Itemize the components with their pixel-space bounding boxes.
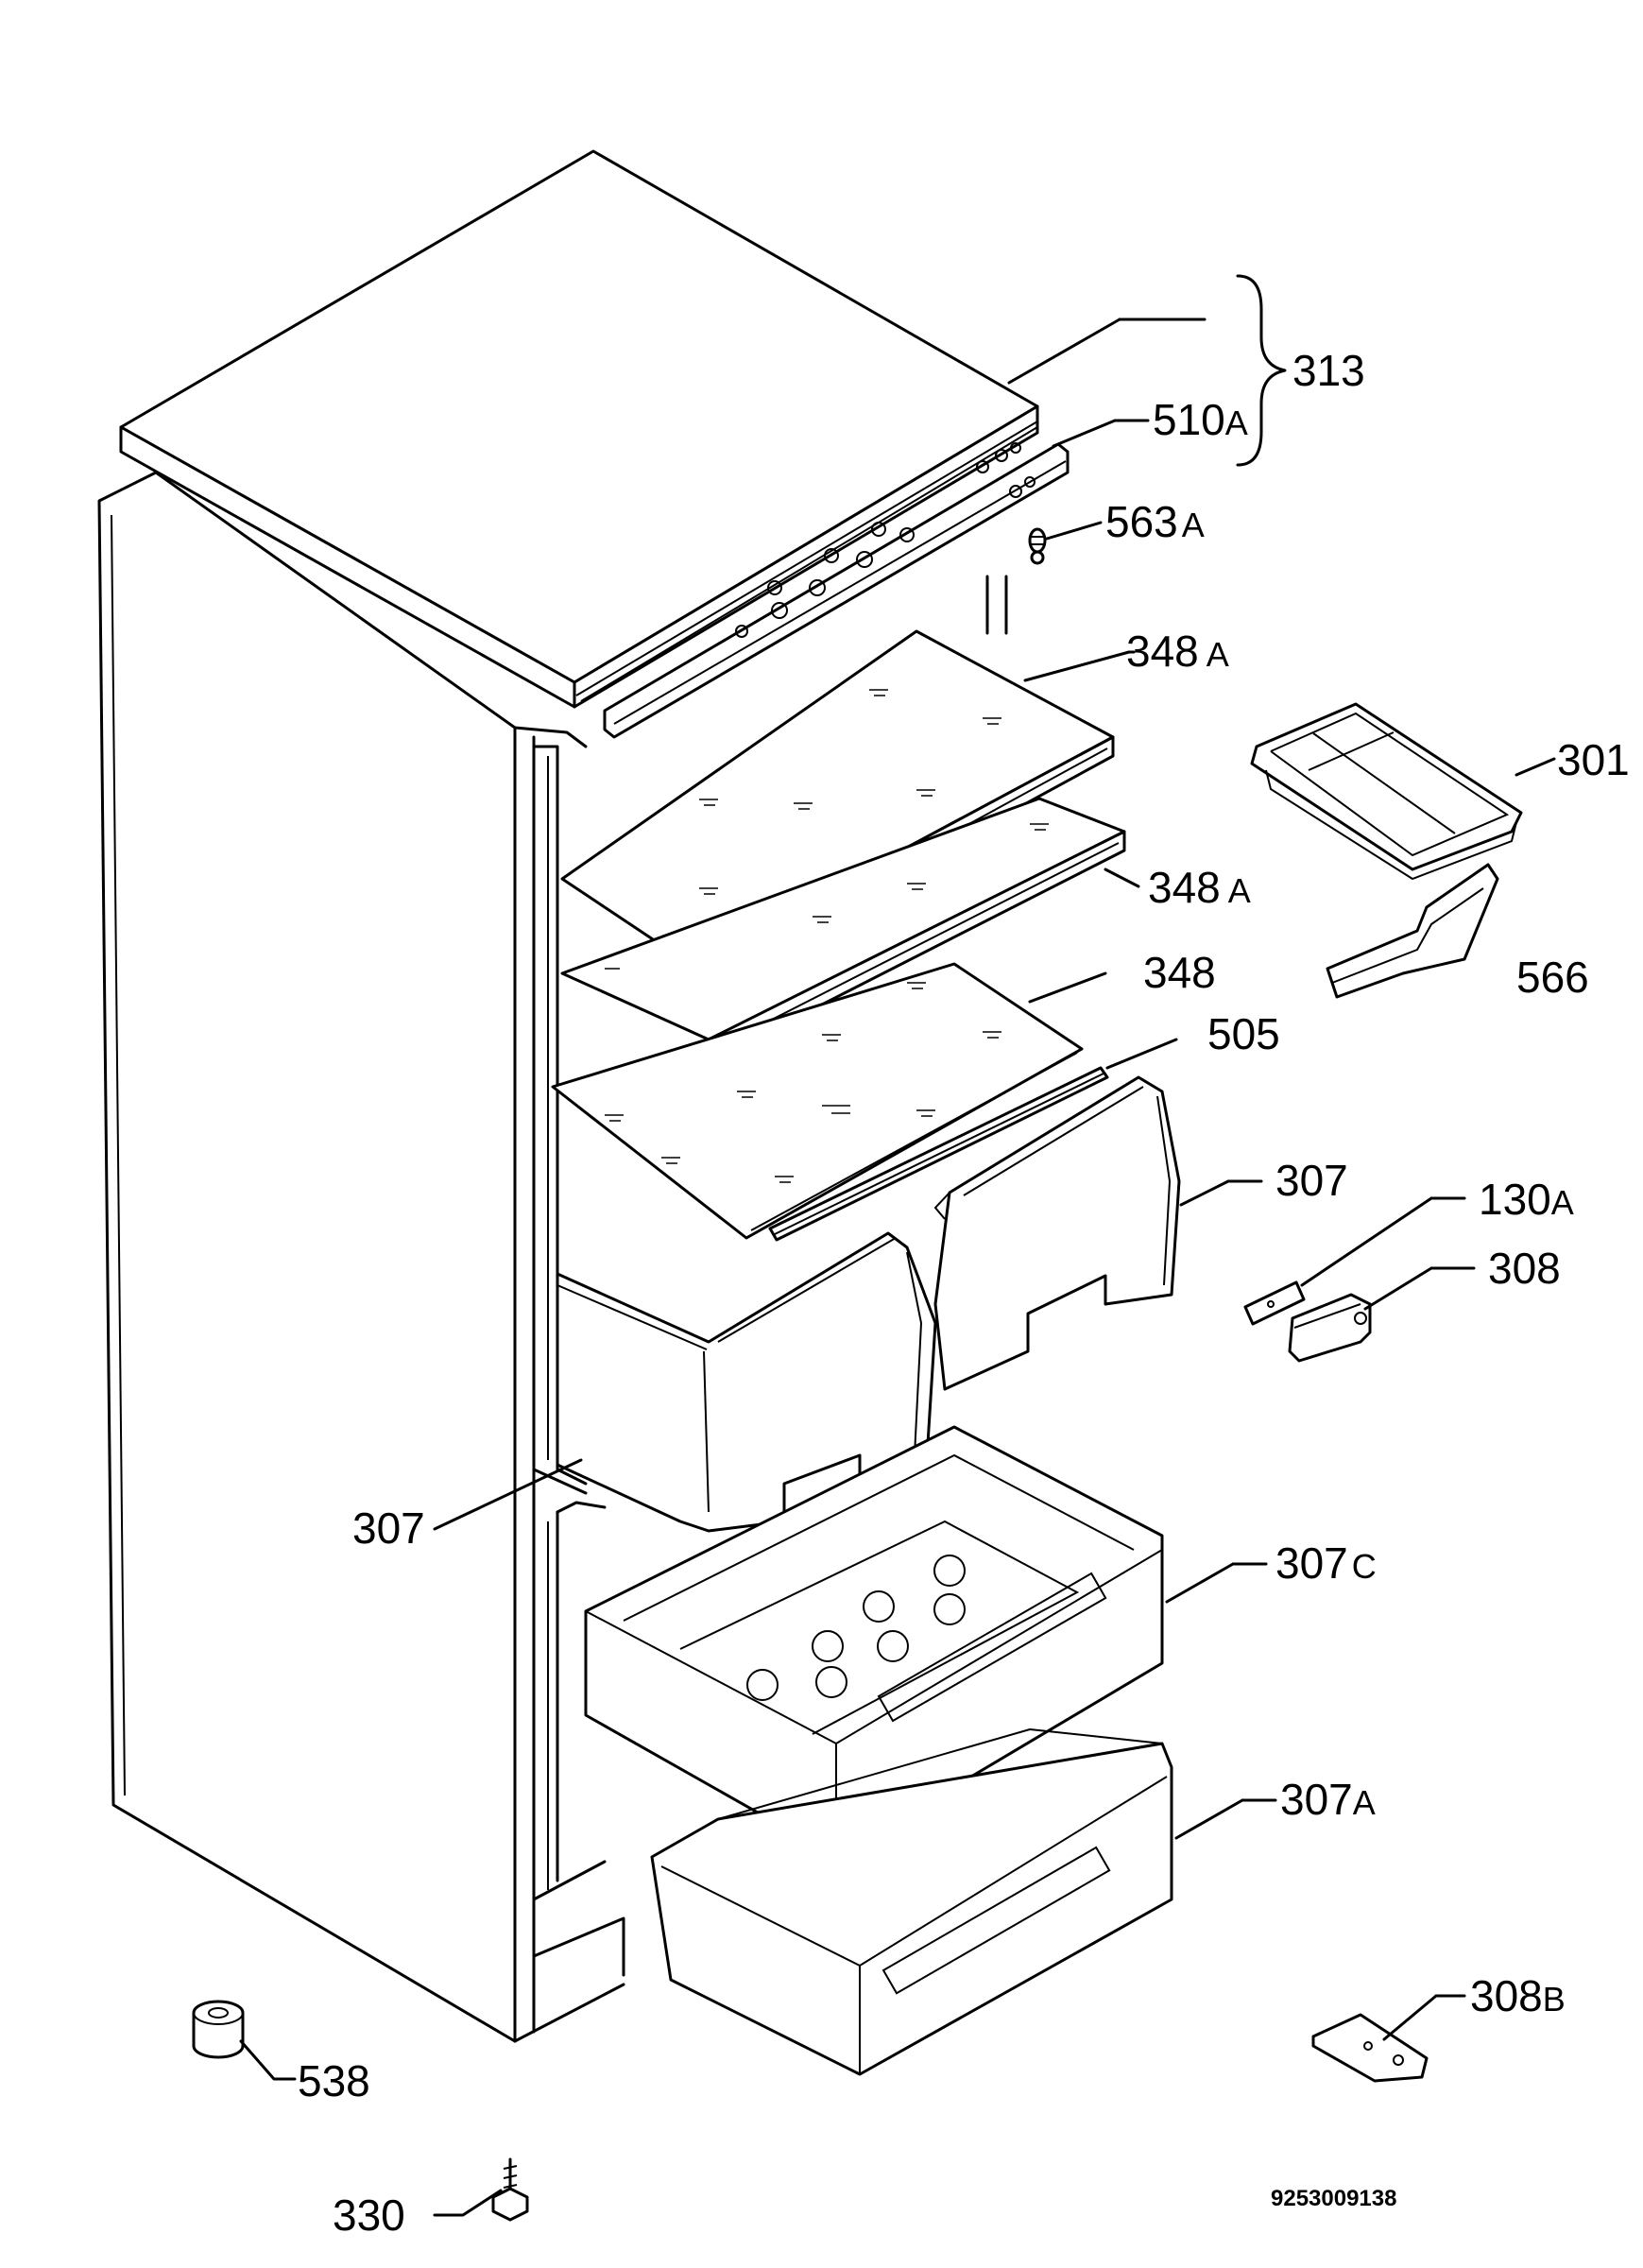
label-307-right: 307 <box>1275 1156 1348 1205</box>
label-538: 538 <box>298 2056 370 2105</box>
label-307-left: 307 <box>352 1503 425 1553</box>
ice-cube-tray-301 <box>1250 702 1523 881</box>
hinge-cover-130a <box>1243 1280 1306 1326</box>
label-566: 566 <box>1516 953 1589 1002</box>
label-308: 308 <box>1488 1244 1561 1293</box>
alignment-marker <box>985 575 1008 635</box>
label-301: 301 <box>1557 735 1630 784</box>
screw-563a-icon <box>1028 527 1047 565</box>
adjustable-foot-538-icon <box>192 2000 245 2059</box>
label-330: 330 <box>333 2191 405 2240</box>
label-307a: 307A <box>1280 1775 1376 1824</box>
label-313: 313 <box>1292 346 1365 395</box>
label-510a: 510A <box>1153 395 1248 444</box>
crisper-drawer-307-right <box>933 1075 1181 1391</box>
glass-shelf-348a-lower <box>560 797 1126 1060</box>
label-348: 348 <box>1143 948 1216 997</box>
hinge-308b <box>1311 2013 1429 2083</box>
freezer-drawer-307c <box>584 1425 1164 1859</box>
shelf-trim-strip-505 <box>768 1066 1109 1242</box>
hinge-308 <box>1288 1293 1372 1363</box>
label-505: 505 <box>1207 1009 1280 1058</box>
glass-shelf-348 <box>551 962 1084 1240</box>
fridge-cabinet <box>97 471 625 2043</box>
label-130a: 130A <box>1479 1175 1574 1224</box>
crisper-drawer-307-left <box>556 1231 937 1533</box>
ice-scraper-566 <box>1326 863 1499 999</box>
freezer-drawer-307a <box>650 1727 1173 2076</box>
cabinet-top-cover <box>119 149 1039 709</box>
screw-330-icon <box>491 2157 529 2222</box>
leader-lines <box>239 274 1556 2217</box>
drawing-code: 9253009138 <box>1271 2186 1396 2211</box>
label-308b: 308B <box>1470 1971 1566 2020</box>
